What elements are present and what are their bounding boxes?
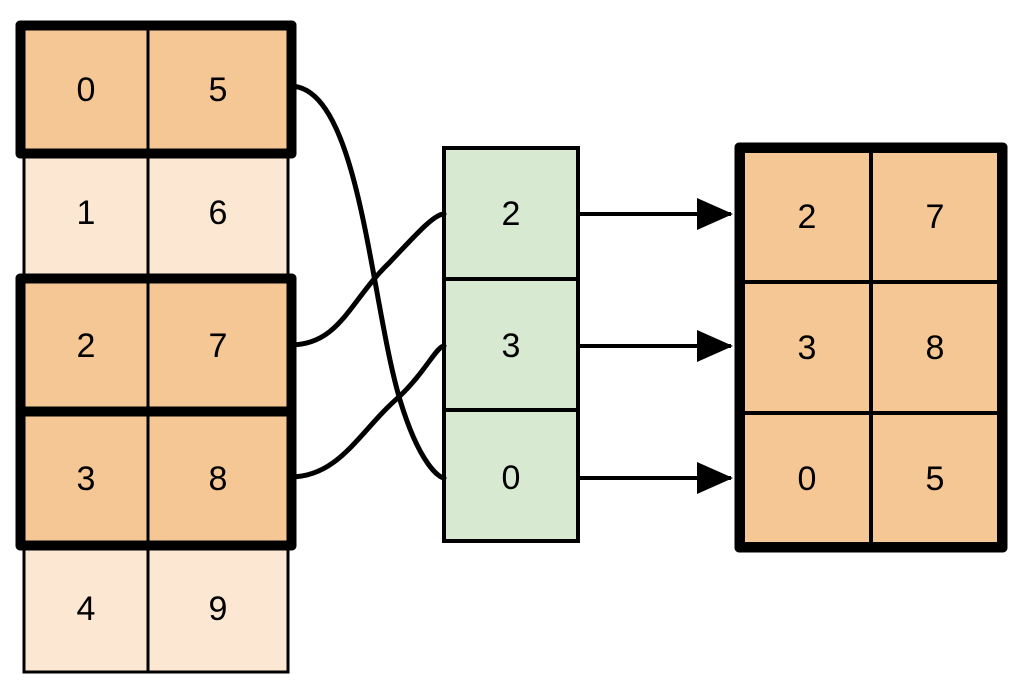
source-cell-2-1[interactable]	[146, 280, 290, 411]
arrow-connectors	[580, 198, 733, 494]
source-table: 0 5 1 6 2 7 3 8	[15, 20, 297, 674]
source-cell-4-0[interactable]	[22, 544, 150, 674]
curve-connectors	[287, 83, 447, 481]
result-cell-1-1[interactable]	[869, 280, 1001, 415]
source-cell-2-0[interactable]	[22, 280, 150, 411]
source-cell-3-0[interactable]	[22, 413, 150, 544]
result-cell-0-1[interactable]	[869, 149, 1001, 284]
curve-source-row0-to-index2	[287, 83, 447, 481]
source-cell-1-1[interactable]	[146, 148, 290, 278]
source-row-3[interactable]: 3 8	[22, 413, 290, 544]
result-cell-2-0[interactable]	[741, 411, 873, 546]
result-cell-1-0[interactable]	[741, 280, 873, 415]
curve-source-row2-to-index0	[287, 211, 447, 348]
source-row-0-highlight	[15, 20, 297, 159]
source-cell-0-1[interactable]	[146, 27, 290, 152]
source-cell-4-1[interactable]	[146, 544, 290, 674]
result-table-outline	[734, 142, 1008, 553]
result-row-1[interactable]: 3 8	[741, 280, 1001, 415]
index-cell-2[interactable]	[442, 408, 580, 543]
source-cell-0-0[interactable]	[22, 27, 150, 152]
result-cell-0-0[interactable]	[741, 149, 873, 284]
index-cell-1[interactable]	[442, 277, 580, 412]
source-cell-1-0[interactable]	[22, 148, 150, 278]
source-row-4[interactable]: 4 9	[22, 544, 290, 674]
result-row-2[interactable]: 0 5	[741, 411, 1001, 546]
index-vector: 2 3 0	[442, 146, 580, 543]
result-cell-2-1[interactable]	[869, 411, 1001, 546]
source-row-1[interactable]: 1 6	[22, 148, 290, 278]
index-cell-0[interactable]	[442, 146, 580, 281]
source-row-0[interactable]: 0 5	[22, 27, 290, 152]
result-table: 2 7 3 8 0 5	[734, 142, 1008, 553]
curve-source-row3-to-index1	[287, 343, 447, 480]
source-cell-3-1[interactable]	[146, 413, 290, 544]
result-row-0[interactable]: 2 7	[741, 149, 1001, 284]
source-row-2[interactable]: 2 7	[22, 280, 290, 411]
source-rows-2-3-highlight	[15, 273, 297, 551]
